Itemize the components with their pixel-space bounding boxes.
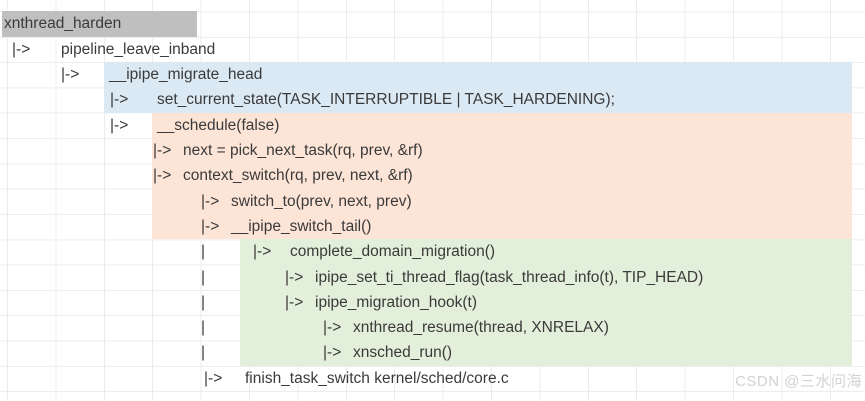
- call-text: xnthread_resume(thread, XNRELAX): [353, 319, 609, 337]
- branch-arrow: |->: [110, 116, 129, 134]
- branch-arrow: |->: [153, 141, 172, 159]
- call-text: next = pick_next_task(rq, prev, &rf): [183, 141, 423, 159]
- highlight-gray: [2, 11, 197, 37]
- call-tree-row: xnthread_harden: [0, 11, 865, 36]
- call-text: __schedule(false): [157, 116, 280, 134]
- call-text: switch_to(prev, next, prev): [231, 192, 412, 210]
- branch-arrow: |->: [204, 369, 223, 387]
- tree-pipe: |: [201, 293, 206, 311]
- call-text: finish_task_switch kernel/sched/core.c: [245, 369, 509, 387]
- call-tree-row: |-> next = pick_next_task(rq, prev, &rf): [0, 138, 865, 163]
- branch-arrow: |->: [323, 319, 342, 337]
- call-text: __ipipe_switch_tail(): [231, 217, 372, 235]
- call-text: complete_domain_migration(): [290, 243, 496, 261]
- highlight-green: [240, 239, 852, 366]
- call-tree-row: |-> finish_task_switch kernel/sched/core.…: [0, 366, 865, 391]
- call-tree-row: | |-> xnthread_resume(thread, XNRELAX): [0, 315, 865, 340]
- branch-arrow: |->: [153, 167, 172, 185]
- call-tree-row: | |-> xnsched_run(): [0, 340, 865, 365]
- call-tree-row: |-> __ipipe_migrate_head: [0, 62, 865, 87]
- call-tree-row: |-> __schedule(false): [0, 113, 865, 138]
- highlight-blue: [103, 62, 852, 113]
- call-text: xnsched_run(): [353, 344, 453, 362]
- call-text: ipipe_set_ti_thread_flag(task_thread_inf…: [315, 268, 704, 286]
- branch-arrow: |->: [201, 192, 220, 210]
- branch-arrow: |->: [201, 217, 220, 235]
- call-tree-row: | |-> complete_domain_migration(): [0, 239, 865, 264]
- branch-arrow: |->: [61, 66, 80, 84]
- branch-arrow: |->: [253, 243, 272, 261]
- highlight-orange: [151, 112, 852, 240]
- call-text: pipeline_leave_inband: [61, 40, 216, 58]
- call-text: xnthread_harden: [4, 15, 122, 33]
- call-tree-row: |-> __ipipe_switch_tail(): [0, 214, 865, 239]
- call-text: ipipe_migration_hook(t): [315, 293, 477, 311]
- tree-pipe: |: [201, 268, 206, 286]
- call-tree-row: |-> switch_to(prev, next, prev): [0, 189, 865, 214]
- tree-pipe: |: [201, 319, 206, 337]
- branch-arrow: |->: [12, 40, 31, 58]
- call-tree-row: | |-> ipipe_set_ti_thread_flag(task_thread…: [0, 265, 865, 290]
- csdn-watermark: CSDN @三水问海: [735, 373, 862, 390]
- call-tree-row: |-> context_switch(rq, prev, next, &rf): [0, 163, 865, 188]
- call-text: context_switch(rq, prev, next, &rf): [183, 167, 413, 185]
- call-text: set_current_state(TASK_INTERRUPTIBLE | T…: [157, 91, 615, 109]
- branch-arrow: |->: [323, 344, 342, 362]
- tree-pipe: |: [201, 344, 206, 362]
- tree-pipe: |: [201, 243, 206, 261]
- branch-arrow: |->: [285, 293, 304, 311]
- call-text: __ipipe_migrate_head: [109, 66, 263, 84]
- branch-arrow: |->: [110, 91, 129, 109]
- call-tree-row: | |-> ipipe_migration_hook(t): [0, 290, 865, 315]
- branch-arrow: |->: [285, 268, 304, 286]
- call-tree-row: |-> pipeline_leave_inband: [0, 37, 865, 62]
- call-tree-row: |-> set_current_state(TASK_INTERRUPTIBLE …: [0, 87, 865, 112]
